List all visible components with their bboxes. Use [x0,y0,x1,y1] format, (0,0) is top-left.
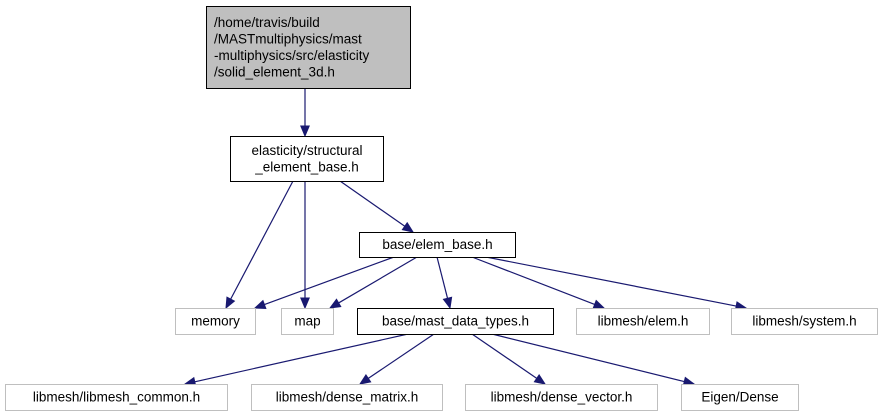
node-label: libmesh/dense_vector.h [491,390,633,405]
node-box [5,384,228,411]
node-box [251,384,443,411]
node-box [465,384,658,411]
node-box [359,232,516,258]
node-label: Eigen/Dense [701,390,778,405]
node-libmesh-common[interactable]: libmesh/libmesh_common.h [5,384,228,411]
node-label: map [294,314,320,329]
node-label: -multiphysics/src/elasticity [214,48,370,63]
edge-elem_base-to-mast_data_types [436,256,453,310]
node-box [681,384,799,411]
edges-layer [183,88,748,387]
node-label: libmesh/libmesh_common.h [33,390,200,405]
edge-mast_data_types-to-libmesh_common [183,333,409,387]
node-root[interactable]: /home/travis/build/MASTmultiphysics/mast… [206,6,411,89]
node-box [206,6,411,89]
node-dense-vector[interactable]: libmesh/dense_vector.h [465,384,658,411]
node-structural[interactable]: elasticity/structural_element_base.h [230,136,384,182]
nodes-layer: /home/travis/build/MASTmultiphysics/mast… [5,6,878,411]
edge-elem_base-to-libmesh_system [485,256,748,311]
edge-structural-to-memory [225,180,294,310]
node-label: base/mast_data_types.h [382,314,529,329]
node-memory[interactable]: memory [175,308,256,335]
node-label: libmesh/elem.h [598,314,689,329]
node-box [731,308,878,335]
node-mast-data-types[interactable]: base/mast_data_types.h [357,308,554,335]
node-label: base/elem_base.h [382,237,492,252]
edge-elem_base-to-libmesh_elem [471,256,606,309]
edge-mast_data_types-to-dense_matrix [358,333,435,385]
edge-mast_data_types-to-eigen_dense [491,333,696,387]
edge-elem_base-to-memory [253,256,395,310]
node-libmesh-system[interactable]: libmesh/system.h [731,308,878,335]
edge-elem_base-to-map [328,256,418,309]
node-eigen-dense[interactable]: Eigen/Dense [681,384,799,411]
node-box [357,308,554,335]
node-box [281,308,334,335]
node-label: elasticity/structural [251,143,362,158]
node-label: _element_base.h [254,159,359,174]
node-elem-base[interactable]: base/elem_base.h [359,232,516,258]
node-dense-matrix[interactable]: libmesh/dense_matrix.h [251,384,443,411]
node-label: libmesh/dense_matrix.h [276,390,419,405]
node-label: /home/travis/build [214,15,320,30]
node-label: /MASTmultiphysics/mast [214,31,362,46]
node-label: libmesh/system.h [752,314,856,329]
edge-structural-to-elem_base [339,180,415,233]
edge-mast_data_types-to-dense_vector [471,333,547,385]
node-label: /solid_element_3d.h [214,64,335,79]
node-label: memory [191,314,240,329]
node-libmesh-elem[interactable]: libmesh/elem.h [576,308,710,335]
edge-root-to-structural [300,88,310,138]
edge-structural-to-map [300,181,310,310]
node-box [576,308,710,335]
node-map[interactable]: map [281,308,334,335]
node-box [175,308,256,335]
node-box [230,136,384,182]
